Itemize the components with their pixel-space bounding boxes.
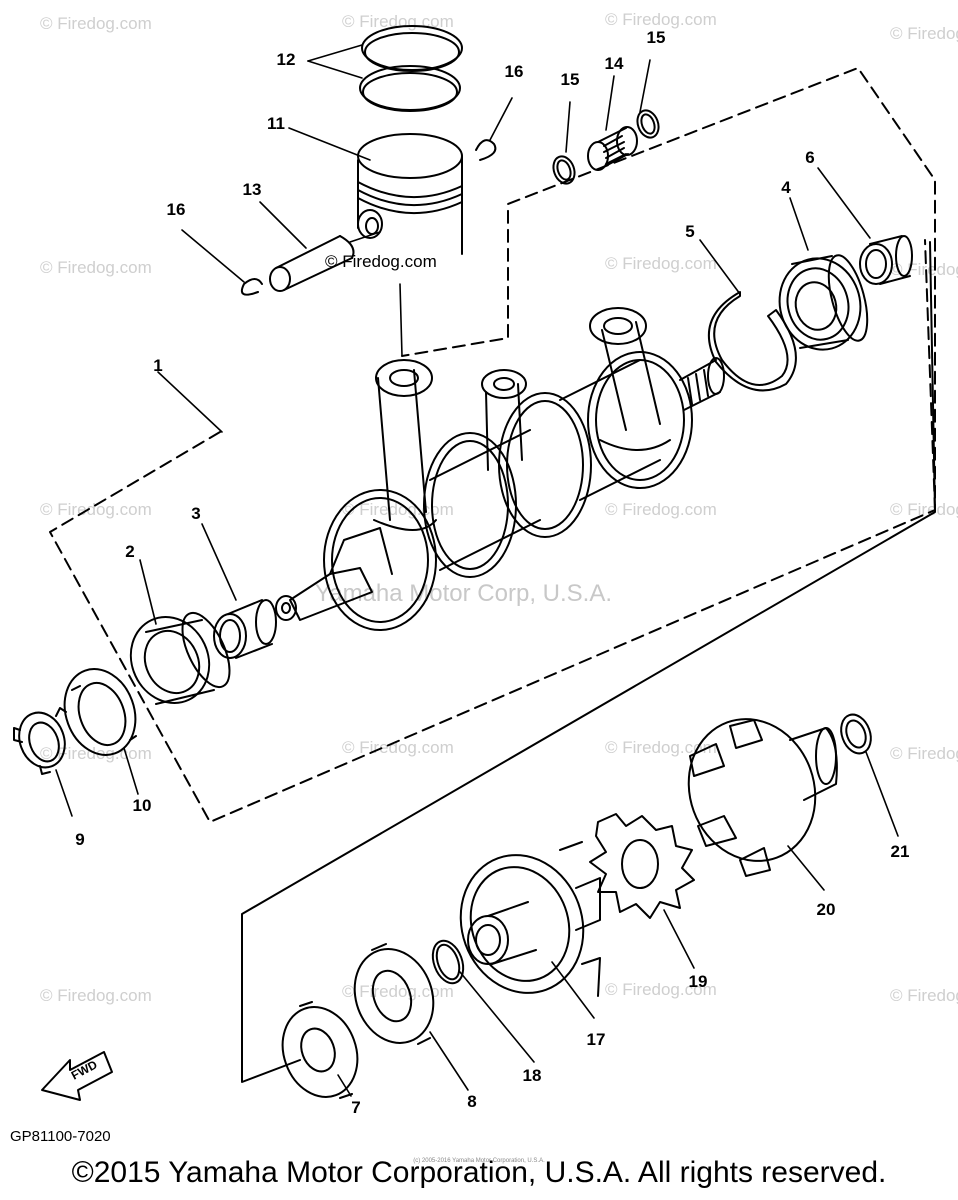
label-part-11: 11 — [267, 114, 285, 133]
label-part-15: 15 — [560, 70, 580, 89]
circlip-5 — [707, 291, 797, 392]
label-part-19: 19 — [688, 972, 708, 991]
o-ring-21-inner — [845, 719, 867, 749]
label-part-20: 20 — [816, 900, 836, 919]
o-ring-18 — [431, 939, 465, 985]
clutch-boss-20 — [687, 718, 838, 877]
watermark: © Firedog.com — [40, 14, 152, 33]
label-part-9: 9 — [75, 830, 85, 849]
label-part-18: 18 — [522, 1066, 542, 1085]
watermark: © Firedog.com — [890, 986, 958, 1005]
washer-7 — [281, 1001, 359, 1099]
assembly-box-lower — [241, 241, 936, 1083]
washer-15-right-inner — [640, 113, 656, 135]
washer-15-left — [552, 155, 576, 185]
label-part-14: 14 — [604, 54, 624, 73]
watermark: © Firedog.com — [890, 500, 958, 519]
tiny-copyright: (c) 2005-2016 Yamaha Motor Corporation, … — [413, 1158, 545, 1164]
collar-3 — [213, 599, 277, 659]
label-part-2: 2 — [125, 542, 135, 561]
label-part-16: 16 — [166, 200, 186, 219]
diagram-code: GP81100-7020 — [10, 1128, 111, 1145]
collar-6 — [859, 235, 913, 285]
label-part-3: 3 — [191, 504, 201, 523]
o-ring-18-inner — [435, 943, 461, 981]
watermark: © Firedog.com — [40, 258, 152, 277]
needle-bearing — [587, 126, 638, 171]
washer-8 — [353, 943, 435, 1045]
bearing-2 — [129, 611, 231, 705]
label-part-16: 16 — [504, 62, 524, 81]
washer-15-left-inner — [556, 159, 572, 181]
bearing-4 — [778, 254, 869, 351]
label-part-13: 13 — [242, 180, 262, 199]
watermark: © Firedog.com — [605, 10, 717, 29]
watermark: © Firedog.com — [40, 986, 152, 1005]
watermark-center: Yamaha Motor Corp, U.S.A. — [315, 580, 612, 607]
fwd-arrow-icon — [41, 1051, 113, 1101]
label-part-21: 21 — [890, 842, 910, 861]
label-part-1: 1 — [153, 356, 163, 375]
watermark: © Firedog.com — [342, 982, 454, 1001]
piston-pin — [269, 235, 355, 292]
leader-lines — [55, 44, 899, 1097]
label-part-17: 17 — [586, 1030, 606, 1049]
watermark: © Firedog.com — [605, 738, 717, 757]
fwd-label: FWD — [69, 1057, 100, 1082]
piston — [357, 133, 463, 255]
oil-seal-10 — [63, 668, 137, 756]
circlip-right — [475, 139, 497, 161]
o-ring-21 — [840, 713, 872, 755]
assembly-box-upper — [49, 67, 936, 823]
label-part-5: 5 — [685, 222, 695, 241]
watermark: © Firedog.com — [40, 500, 152, 519]
label-part-15: 15 — [646, 28, 666, 47]
watermark: © Firedog.com — [605, 254, 717, 273]
watermark: © Firedog.com — [605, 500, 717, 519]
label-part-6: 6 — [805, 148, 815, 167]
watermark: © Firedog.com — [605, 980, 717, 999]
housing-17 — [459, 841, 601, 997]
label-part-8: 8 — [467, 1092, 477, 1111]
label-part-10: 10 — [132, 796, 152, 815]
label-part-4: 4 — [781, 178, 791, 197]
damper-19 — [589, 813, 695, 919]
ring-nut-9 — [13, 707, 67, 775]
watermark: © Firedog.com — [890, 744, 958, 763]
copyright-notice: ©2015 Yamaha Motor Corporation, U.S.A. A… — [71, 1156, 887, 1189]
crankshaft — [275, 307, 725, 631]
label-part-12: 12 — [276, 50, 296, 69]
washer-15-right — [636, 109, 660, 139]
circlip-left — [240, 278, 263, 296]
label-part-7: 7 — [351, 1098, 361, 1117]
watermark: © Firedog.com — [890, 24, 958, 43]
piston-rings — [359, 25, 463, 112]
